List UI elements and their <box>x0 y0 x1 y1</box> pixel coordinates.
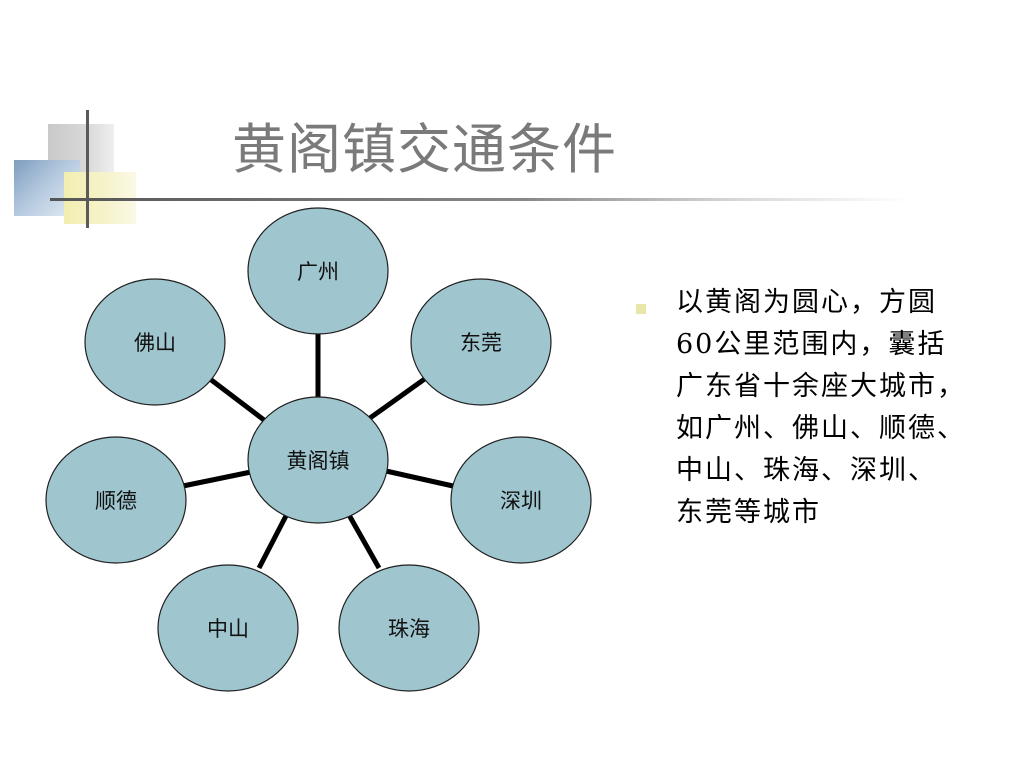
center-node-label: 黄阁镇 <box>287 449 350 473</box>
node-guangzhou: 广州 <box>247 207 389 335</box>
connector-group <box>182 334 454 570</box>
node-foshan: 佛山 <box>84 278 226 406</box>
bullet-line: 东莞等城市 <box>676 497 821 528</box>
node-circle <box>410 278 552 406</box>
node-circle <box>450 436 592 564</box>
bullet-line: 如广州、佛山、顺德、 <box>676 413 966 444</box>
node-circle <box>45 436 187 564</box>
node-zhongshan: 中山 <box>157 564 299 692</box>
node-dongguan: 东莞 <box>410 278 552 406</box>
title-underline <box>50 198 910 201</box>
slide-title: 黄阁镇交通条件 <box>232 118 617 181</box>
node-label: 珠海 <box>388 617 430 641</box>
node-circle <box>157 564 299 692</box>
center-node-circle <box>247 396 389 524</box>
node-center: 黄阁镇 <box>247 396 389 524</box>
bullet-marker <box>636 304 646 314</box>
node-shunde: 顺德 <box>45 436 187 564</box>
connector-shunde <box>182 469 252 489</box>
bullet-line: 以黄阁为圆心，方圆 <box>676 287 937 318</box>
node-label: 中山 <box>207 617 249 641</box>
connector-zhongshan <box>256 510 291 570</box>
node-label: 顺德 <box>95 489 137 513</box>
node-label: 深圳 <box>500 489 542 513</box>
connector-zhuhai <box>346 513 382 570</box>
node-label: 广州 <box>297 260 339 284</box>
bullet-line: 广东省十余座大城市， <box>676 371 966 402</box>
bullet-line: 中山、珠海、深圳、 <box>676 455 937 486</box>
decorative-vertical-line <box>86 110 89 228</box>
node-label: 佛山 <box>134 331 176 355</box>
connector-shenzhen <box>385 468 454 489</box>
node-circle <box>338 564 480 692</box>
node-circle <box>247 207 389 335</box>
node-zhuhai: 珠海 <box>338 564 480 692</box>
connector-dongguan <box>368 375 428 421</box>
connector-foshan <box>208 377 266 422</box>
node-shenzhen: 深圳 <box>450 436 592 564</box>
node-label: 东莞 <box>460 331 502 355</box>
node-circle <box>84 278 226 406</box>
bullet-text: 以黄阁为圆心，方圆 60公里范围内，囊括 广东省十余座大城市， 如广州、佛山、顺… <box>676 282 1016 534</box>
bullet-line: 60公里范围内，囊括 <box>676 329 947 360</box>
